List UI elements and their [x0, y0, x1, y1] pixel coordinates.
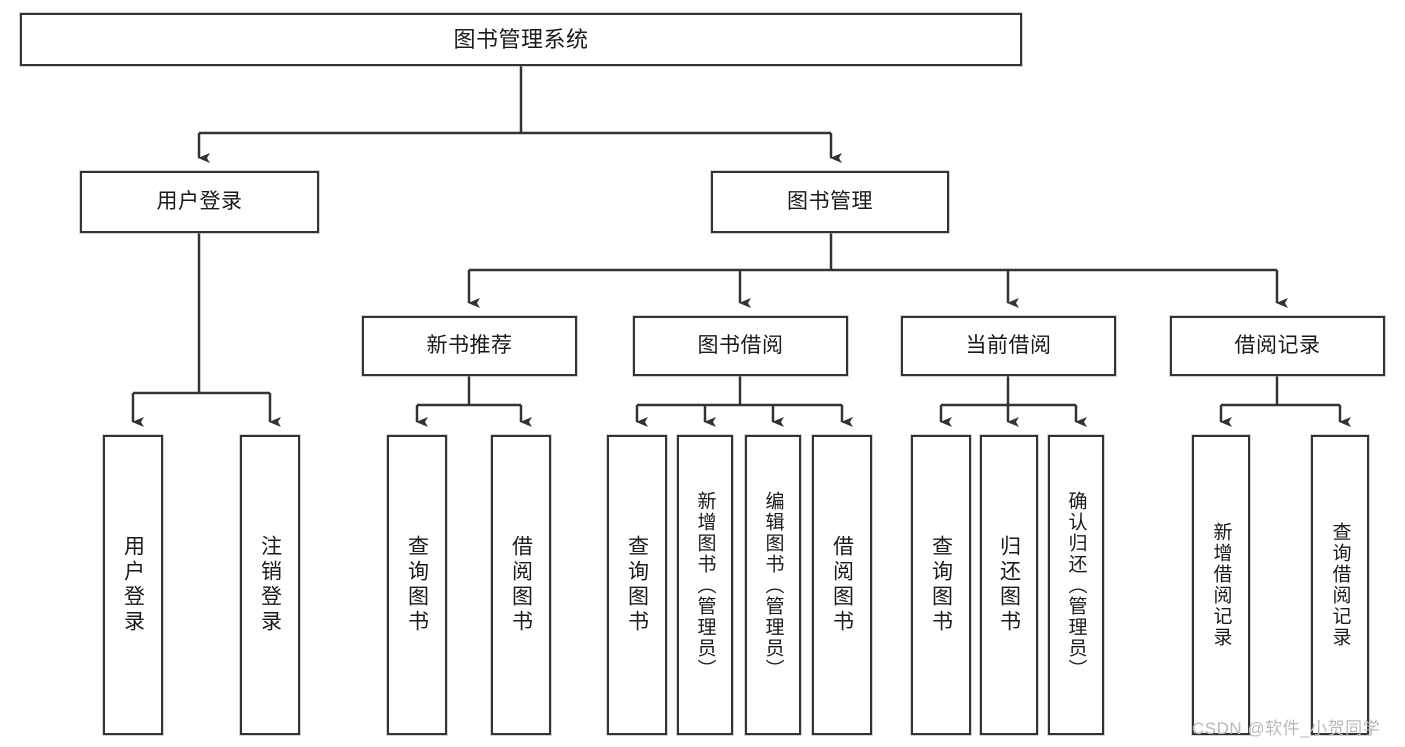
- leaf-borrow-edit-book-admin[interactable]: 编辑图书（管理员）: [745, 435, 801, 735]
- node-label: 查询图书: [625, 535, 649, 635]
- node-label: 图书管理系统: [453, 26, 589, 52]
- node-book-management[interactable]: 图书管理: [711, 171, 949, 233]
- node-root-book-management-system[interactable]: 图书管理系统: [20, 13, 1022, 66]
- node-label: 借阅图书: [509, 535, 533, 635]
- node-label: 查询图书: [405, 535, 429, 635]
- node-label: 归还图书: [997, 535, 1021, 635]
- leaf-recommend-query-book[interactable]: 查询图书: [387, 435, 447, 735]
- leaf-current-query-book[interactable]: 查询图书: [911, 435, 971, 735]
- leaf-current-return-book[interactable]: 归还图书: [980, 435, 1038, 735]
- node-label: 注销登录: [258, 535, 282, 635]
- node-label: 查询图书: [929, 535, 953, 635]
- leaf-borrow-query-book[interactable]: 查询图书: [607, 435, 667, 735]
- node-label: 图书借阅: [697, 333, 784, 357]
- node-label: 新增借阅记录: [1210, 522, 1232, 648]
- node-label: 当前借阅: [965, 333, 1052, 357]
- leaf-borrow-add-book-admin[interactable]: 新增图书（管理员）: [677, 435, 733, 735]
- node-borrowing-record[interactable]: 借阅记录: [1170, 316, 1385, 376]
- node-user-login[interactable]: 用户登录: [80, 171, 319, 233]
- node-book-borrowing[interactable]: 图书借阅: [633, 316, 848, 376]
- node-label: 查询借阅记录: [1329, 522, 1351, 648]
- node-label: 新书推荐: [426, 333, 513, 357]
- leaf-user-login-signin[interactable]: 用户登录: [103, 435, 163, 735]
- leaf-record-add-borrow-record[interactable]: 新增借阅记录: [1192, 435, 1250, 735]
- leaf-user-login-signout[interactable]: 注销登录: [240, 435, 300, 735]
- node-new-book-recommendation[interactable]: 新书推荐: [362, 316, 577, 376]
- leaf-current-confirm-return-admin[interactable]: 确认归还（管理员）: [1048, 435, 1104, 735]
- leaf-recommend-borrow-book[interactable]: 借阅图书: [491, 435, 551, 735]
- node-label: 借阅记录: [1234, 333, 1321, 357]
- leaf-record-query-borrow-record[interactable]: 查询借阅记录: [1311, 435, 1369, 735]
- node-label: 编辑图书（管理员）: [762, 490, 784, 680]
- node-label: 借阅图书: [830, 535, 854, 635]
- node-label: 图书管理: [787, 189, 873, 213]
- node-current-borrowing[interactable]: 当前借阅: [901, 316, 1116, 376]
- csdn-watermark: CSDN @软件_小贺同学: [1192, 719, 1381, 738]
- node-label: 新增图书（管理员）: [694, 490, 716, 680]
- node-label: 用户登录: [156, 189, 243, 213]
- leaf-borrow-borrow-book[interactable]: 借阅图书: [812, 435, 872, 735]
- node-label: 用户登录: [121, 535, 145, 635]
- node-label: 确认归还（管理员）: [1065, 490, 1087, 680]
